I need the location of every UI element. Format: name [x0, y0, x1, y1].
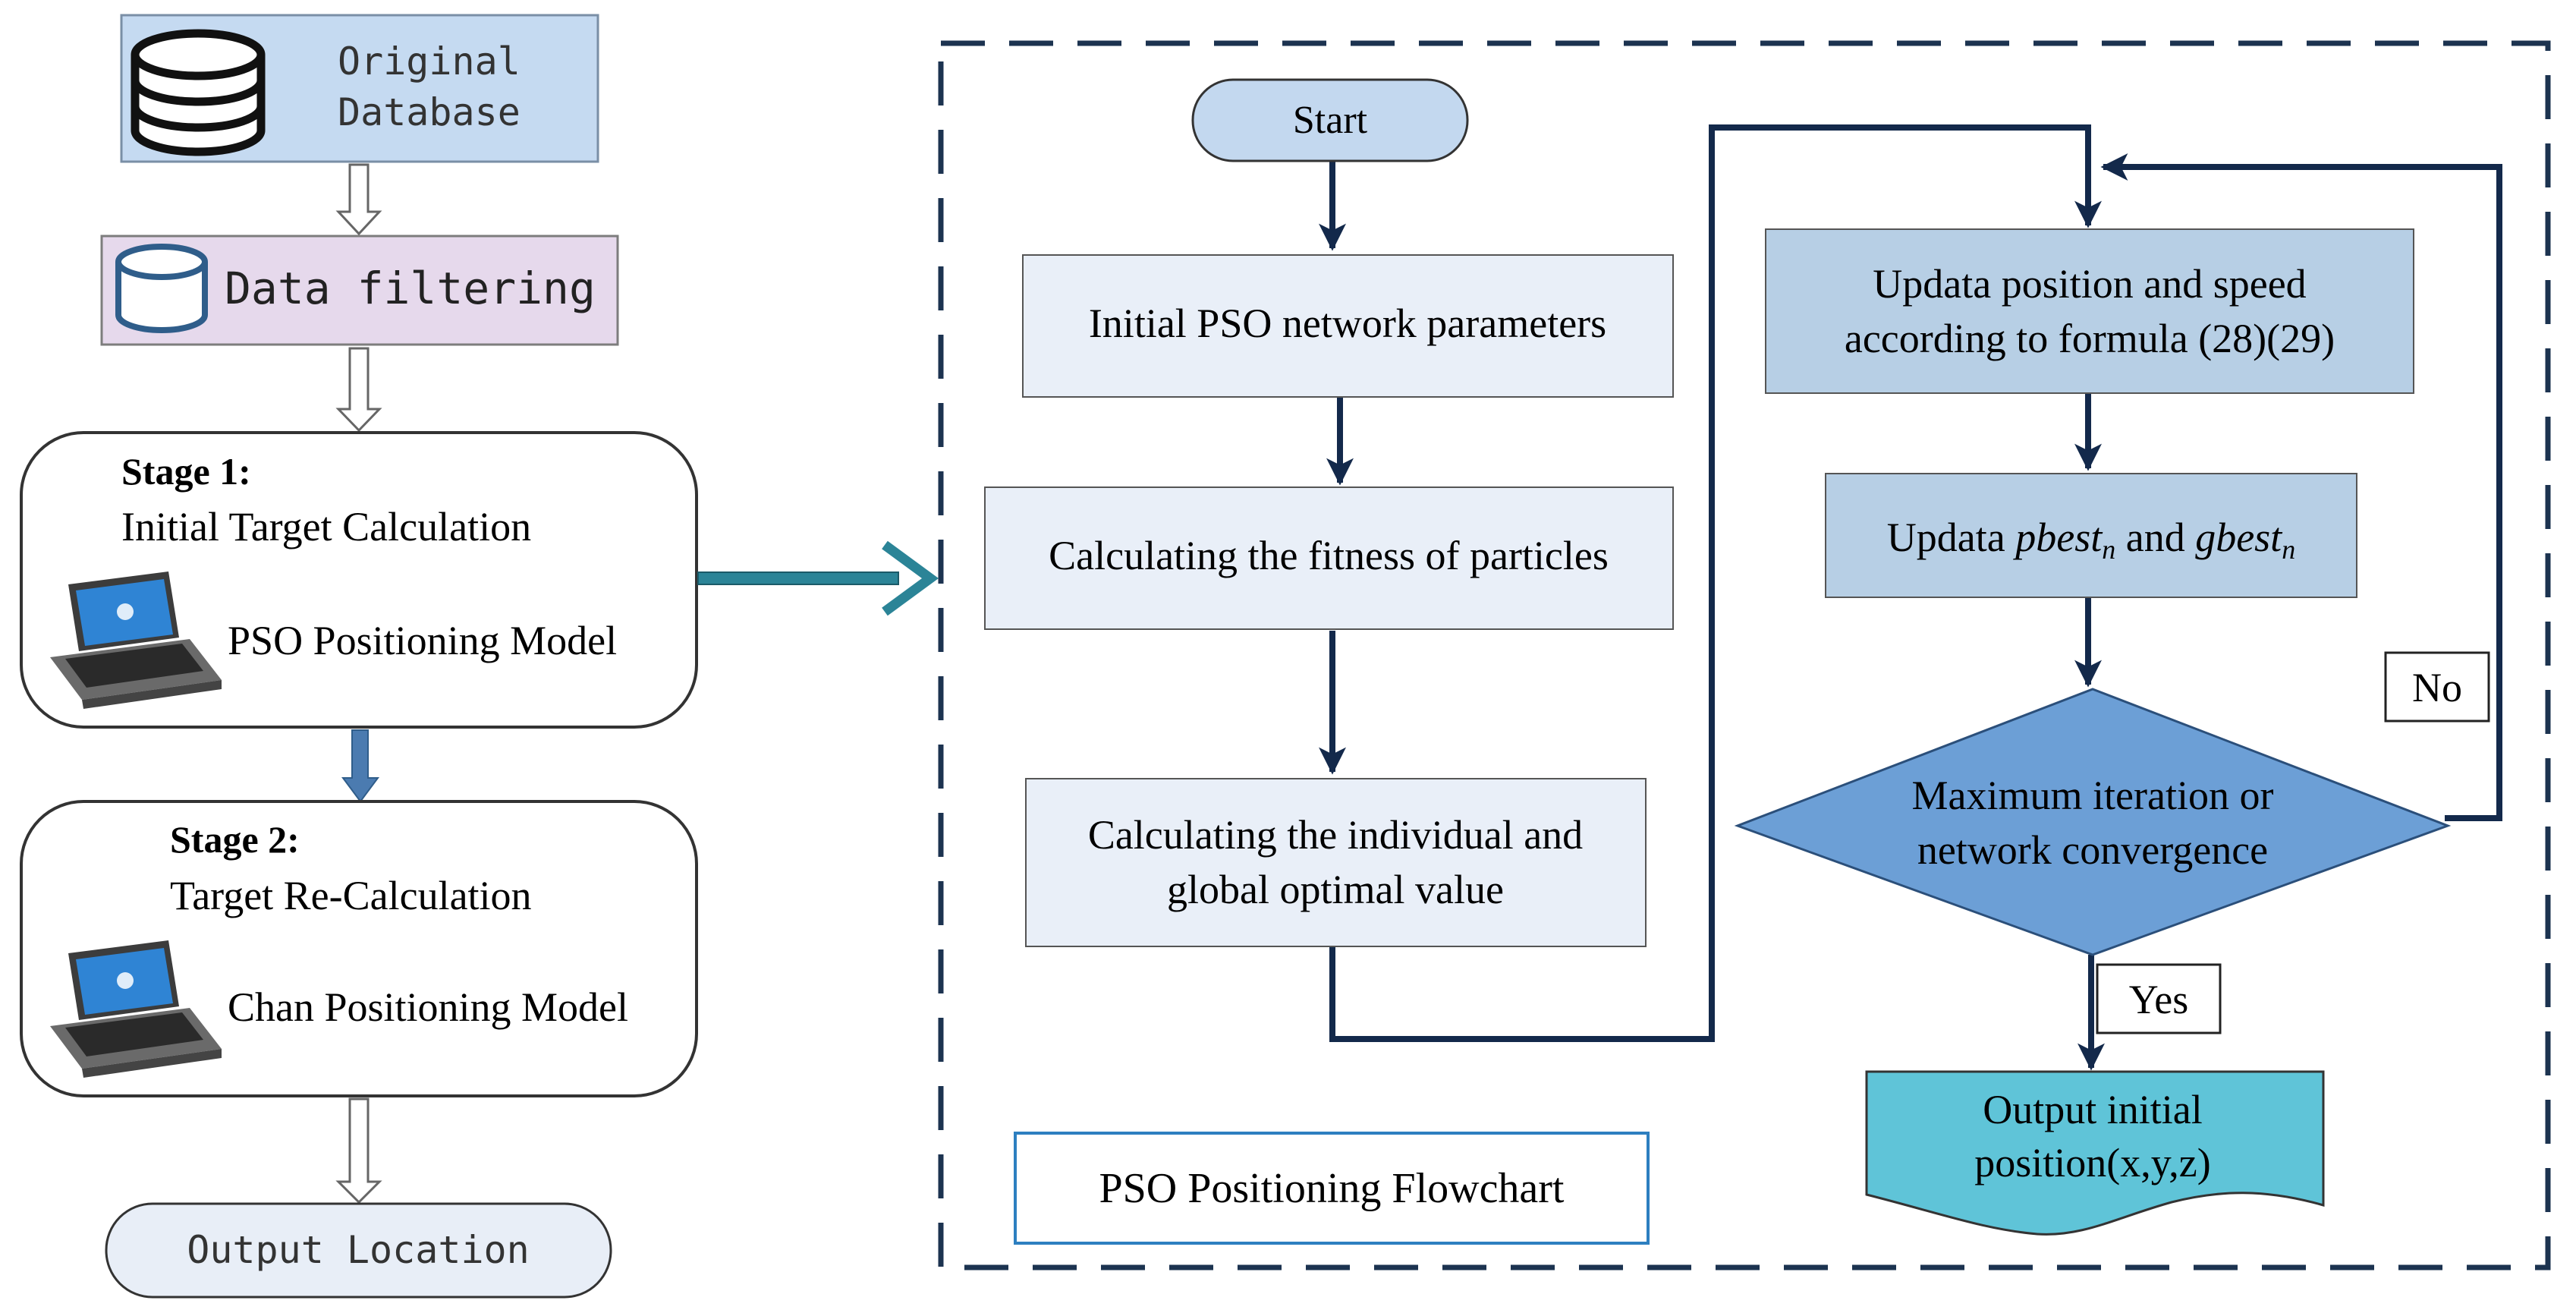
init-params-box: Initial PSO network parameters — [1022, 254, 1674, 398]
update-position-line1: Updata position and speed — [1873, 261, 2306, 307]
output-line2: position(x,y,z) — [1974, 1140, 2210, 1185]
update-best-box: Updata pbestn and gbestn — [1825, 473, 2357, 598]
output-location-label: Output Location — [187, 1228, 530, 1272]
stage2-title: Target Re-Calculation — [170, 873, 532, 918]
stage2-model: Chan Positioning Model — [228, 984, 628, 1030]
flow-arrow-filter-to-stage1 — [335, 347, 382, 433]
database-icon — [131, 29, 266, 156]
stage1-box: Stage 1: Initial Target Calculation PSO … — [20, 431, 698, 729]
original-database-line2: Database — [338, 90, 521, 134]
flowchart-title: PSO Positioning Flowchart — [1099, 1165, 1565, 1212]
fitness-box: Calculating the fitness of particles — [984, 486, 1674, 630]
output-location-box: Output Location — [105, 1202, 612, 1299]
output-line1: Output initial — [1983, 1087, 2203, 1132]
optimal-value-line2: global optimal value — [1167, 867, 1504, 912]
data-filtering-label: Data filtering — [225, 263, 596, 314]
no-label: No — [2412, 665, 2462, 710]
flow-arrow-stage1-to-stage2 — [341, 729, 379, 803]
decision-line1: Maximum iteration or — [1912, 773, 2274, 818]
flowchart-dashed-border — [938, 40, 2551, 1270]
laptop-icon — [50, 940, 222, 1078]
flow-arrow-stage2-to-output — [335, 1097, 382, 1204]
update-position-box: Updata position and speed according to f… — [1765, 228, 2414, 394]
start-label: Start — [1293, 99, 1368, 142]
optimal-value-box: Calculating the individual and global op… — [1025, 778, 1647, 947]
flowchart-title-box: PSO Positioning Flowchart — [1014, 1132, 1650, 1245]
decision-line2: network convergence — [1917, 827, 2268, 873]
init-params-label: Initial PSO network parameters — [1089, 301, 1606, 346]
no-label-box: No — [2384, 651, 2490, 723]
database-icon — [115, 244, 208, 333]
update-position-line2: according to formula (28)(29) — [1845, 316, 2335, 361]
output-document: Output initial position(x,y,z) — [1865, 1070, 2325, 1236]
stage2-box: Stage 2: Target Re-Calculation Chan Posi… — [20, 800, 698, 1097]
stage1-title: Initial Target Calculation — [121, 504, 531, 549]
update-best-label: Updata pbestn and gbestn — [1887, 515, 2295, 565]
flow-connectors — [1319, 124, 2502, 1071]
original-database-line1: Original — [338, 39, 521, 83]
fitness-label: Calculating the fitness of particles — [1049, 533, 1609, 578]
stage2-heading: Stage 2: — [170, 818, 300, 861]
yes-label-box: Yes — [2096, 963, 2222, 1034]
original-database-box: Original Database — [120, 14, 599, 163]
start-node: Start — [1191, 78, 1469, 162]
laptop-icon — [50, 571, 222, 709]
stage1-model: PSO Positioning Model — [228, 618, 617, 663]
yes-label: Yes — [2129, 977, 2189, 1022]
data-filtering-box: Data filtering — [100, 235, 619, 346]
expand-arrow — [697, 540, 939, 616]
decision-diamond: Maximum iteration or network convergence — [1734, 688, 2452, 956]
flow-arrow-db-to-filter — [335, 163, 382, 236]
optimal-value-line1: Calculating the individual and — [1088, 812, 1583, 858]
stage1-heading: Stage 1: — [121, 450, 251, 493]
